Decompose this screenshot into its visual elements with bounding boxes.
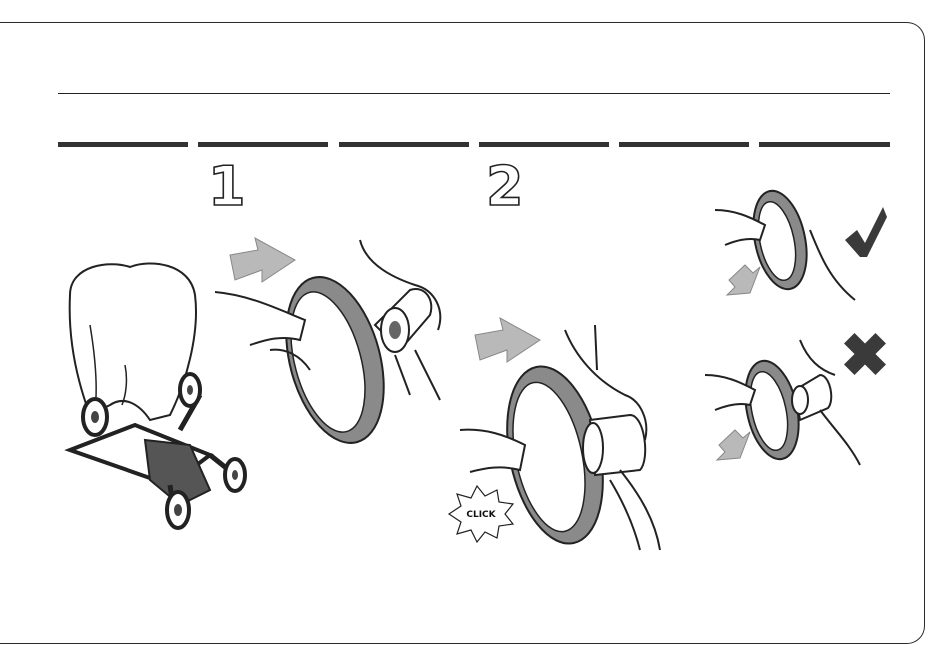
section-divider [198,142,328,147]
cross-icon [844,333,886,375]
section-divider [759,142,890,147]
step-1-illustration [210,230,455,445]
arrow-down-left-icon [717,430,750,460]
step-number-2: 2 [486,160,524,214]
click-callout-text: CLICK [466,510,496,520]
arrow-right-icon [475,318,540,362]
arrow-down-left-icon [727,265,760,295]
step-2-illustration: CLICK [445,310,705,555]
section-divider [339,142,469,147]
section-divider [58,142,188,147]
arrow-right-icon [230,238,295,282]
correct-fit-illustration [705,185,890,310]
step-number-1: 1 [208,160,246,214]
section-divider [479,142,609,147]
section-divider [619,142,749,147]
checkmark-icon [845,207,887,257]
header-rule [58,93,890,94]
incorrect-fit-illustration [700,330,890,470]
